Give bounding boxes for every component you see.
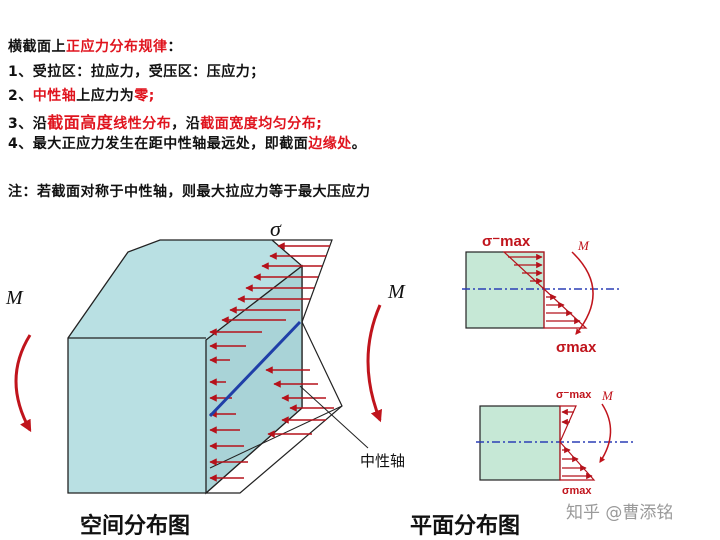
sigma-max-minus-bottom: σ⁻max <box>556 389 592 401</box>
tension-triangle <box>559 440 596 481</box>
compression-triangle <box>502 251 545 291</box>
note-text: 注：若截面对称于中性轴，则最大拉应力等于最大压应力 <box>8 184 371 200</box>
sigma-max-top: σmax <box>556 339 597 356</box>
moment-label-right: M <box>387 281 406 303</box>
rule-4-edge: 边缘处 <box>308 136 352 152</box>
moment-arc <box>599 403 612 463</box>
rule-3-width-uniform: 截面宽度均匀分布 <box>200 116 317 132</box>
tension-triangle <box>543 287 588 329</box>
stress-profile <box>206 239 343 494</box>
rule-2-text: 上应力为 <box>76 88 135 104</box>
rule-1-text: 1、受拉区：拉应力，受压区：压应力； <box>8 64 265 80</box>
rule-4-end: 。 <box>351 136 367 152</box>
rule-2-zero: 零 <box>134 88 149 104</box>
heading-colon: ： <box>167 39 182 55</box>
rule-3-height: 截面高度 <box>47 113 114 132</box>
section-panel <box>465 251 545 329</box>
stress-arrows-bottom <box>265 366 334 438</box>
moment-label-bottom: M <box>601 388 614 403</box>
moment-arc <box>571 251 594 335</box>
moment-label-left: M <box>5 287 24 309</box>
heading-text: 横截面上 <box>8 39 66 55</box>
neutral-axis-leader <box>299 385 369 449</box>
compression-triangle <box>559 405 577 443</box>
moment-label-top: M <box>577 238 590 253</box>
rule-2: 2、中性轴上应力为零; <box>8 85 155 105</box>
spatial-block <box>67 239 303 495</box>
neutral-axis-label: 中性轴 <box>360 452 405 470</box>
planar-diagram-top <box>462 251 622 335</box>
heading-highlight: 正应力分布规律 <box>66 39 168 55</box>
rule-3-linear: 线性分布 <box>113 116 172 132</box>
moment-arc-right <box>366 304 383 423</box>
rule-2-neutral-axis: 中性轴 <box>32 88 77 104</box>
rule-4-text: 4、最大正应力发生在距中性轴最远处，即截面 <box>8 136 309 152</box>
rule-3-end: ; <box>316 116 323 132</box>
rule-3-along: ，沿 <box>171 116 201 132</box>
caption-spatial: 空间分布图 <box>80 514 191 539</box>
rule-1: 1、受拉区：拉应力，受压区：压应力； <box>8 61 265 81</box>
sigma-max-minus-top: σ⁻max <box>482 233 531 250</box>
stress-arrows-side <box>209 328 262 482</box>
rule-2-num: 2、 <box>8 88 33 104</box>
sigma-max-bottom: σmax <box>562 485 592 497</box>
neutral-axis-line <box>208 320 302 418</box>
watermark: 知乎 @曹添铭 <box>566 503 674 523</box>
note-line: 注：若截面对称于中性轴，则最大拉应力等于最大压应力 <box>8 181 371 201</box>
stress-envelope <box>206 239 343 494</box>
rule-4: 4、最大正应力发生在距中性轴最远处，即截面边缘处。 <box>8 133 366 153</box>
sigma-label: σ <box>270 216 282 241</box>
moment-arc-left <box>14 334 32 433</box>
caption-planar: 平面分布图 <box>410 514 521 539</box>
stress-arrows-top <box>221 242 330 324</box>
rule-3: 3、沿截面高度线性分布，沿截面宽度均匀分布; <box>8 109 322 133</box>
section-panel <box>479 405 561 481</box>
stress-envelope-edge <box>209 405 343 469</box>
heading-line: 横截面上正应力分布规律： <box>8 36 182 56</box>
planar-diagram-bottom <box>476 403 634 481</box>
rule-2-end: ; <box>148 88 155 104</box>
rule-3-num: 3、沿 <box>8 116 48 132</box>
